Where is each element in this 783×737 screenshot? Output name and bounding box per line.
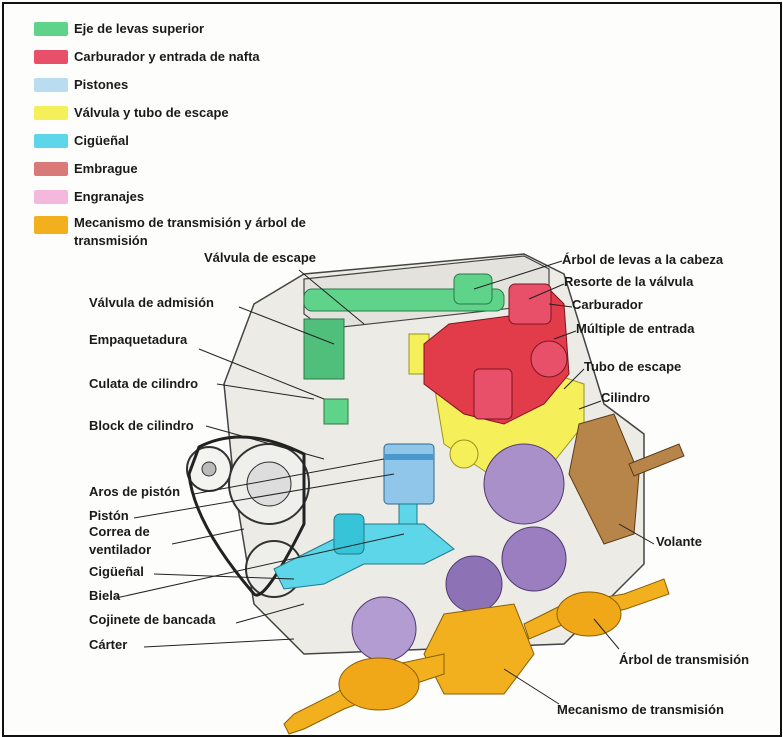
exhaust-port <box>450 440 478 468</box>
legend-item-crankshaft: Cigüeñal <box>34 130 129 152</box>
label-cilindro: Cilindro <box>601 390 650 405</box>
label-correa-2: ventilador <box>89 542 151 557</box>
label-multiple: Múltiple de entrada <box>576 321 694 336</box>
legend-label: Válvula y tubo de escape <box>74 104 229 122</box>
label-cojinete: Cojinete de bancada <box>89 612 215 627</box>
legend-label: Embrague <box>74 160 138 178</box>
label-block: Block de cilindro <box>89 418 194 433</box>
label-carburador: Carburador <box>572 297 643 312</box>
cam-block <box>304 319 344 379</box>
legend-item-clutch: Embrague <box>34 158 138 180</box>
crank-pulley-inner <box>247 462 291 506</box>
legend-swatch <box>34 162 68 176</box>
legend-item-exhaust: Válvula y tubo de escape <box>34 102 229 124</box>
legend-label: Engranajes <box>74 188 144 206</box>
carb-top <box>509 284 551 324</box>
piston-ring <box>384 454 434 460</box>
legend-item-pistons: Pistones <box>34 74 128 96</box>
legend-item-camshaft: Eje de levas superior <box>34 18 204 40</box>
label-ciguenal: Cigüeñal <box>89 564 144 579</box>
camshaft-lobe <box>454 274 492 304</box>
carb-bowl <box>474 369 512 419</box>
crank-counterweight <box>334 514 364 554</box>
legend-label: Carburador y entrada de nafta <box>74 48 260 66</box>
legend-label: Eje de levas superior <box>74 20 204 38</box>
legend-item-gears: Engranajes <box>34 186 144 208</box>
label-volante: Volante <box>656 534 702 549</box>
cv-joint-right <box>557 592 621 636</box>
label-correa-1: Correa de <box>89 524 150 539</box>
gear-2 <box>502 527 566 591</box>
legend-swatch <box>34 190 68 204</box>
legend-swatch <box>34 216 68 234</box>
legend-swatch <box>34 50 68 64</box>
label-arbol-levas: Árbol de levas a la cabeza <box>562 252 723 267</box>
carb-inlet <box>531 341 567 377</box>
label-aros: Aros de pistón <box>89 484 180 499</box>
leader-carter <box>144 639 294 647</box>
legend-label: Pistones <box>74 76 128 94</box>
legend-swatch <box>34 134 68 148</box>
legend-label: Mecanismo de transmisión y árbol de tran… <box>74 214 344 250</box>
legend-label: Cigüeñal <box>74 132 129 150</box>
legend-swatch <box>34 106 68 120</box>
label-carter: Cárter <box>89 637 127 652</box>
cam-block-2 <box>324 399 348 424</box>
label-tubo-escape: Tubo de escape <box>584 359 681 374</box>
legend-item-carburetor: Carburador y entrada de nafta <box>34 46 260 68</box>
cv-joint-left <box>339 658 419 710</box>
gear-3 <box>446 556 502 612</box>
label-culata: Culata de cilindro <box>89 376 198 391</box>
label-arbol-transmision: Árbol de transmisión <box>619 652 749 667</box>
label-valvula-escape: Válvula de escape <box>204 250 316 265</box>
label-resorte: Resorte de la válvula <box>564 274 693 289</box>
gear-1 <box>484 444 564 524</box>
label-empaquetadura: Empaquetadura <box>89 332 187 347</box>
gear-4 <box>352 597 416 661</box>
legend-swatch <box>34 22 68 36</box>
legend-swatch <box>34 78 68 92</box>
label-valvula-admision: Válvula de admisión <box>89 295 214 310</box>
label-mecanismo: Mecanismo de transmisión <box>557 702 724 717</box>
leader-mecanismo <box>504 669 559 704</box>
label-biela: Biela <box>89 588 120 603</box>
label-piston: Pistón <box>89 508 129 523</box>
fan-pulley-hub <box>202 462 216 476</box>
